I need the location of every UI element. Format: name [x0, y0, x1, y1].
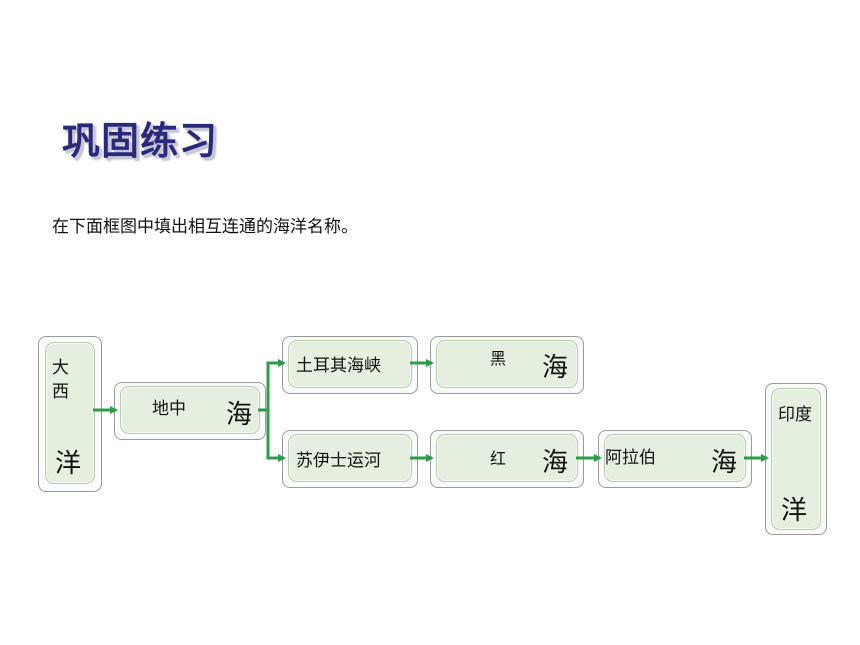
mediterranean-label: 地中 — [152, 399, 186, 419]
arrow-mediterranean-suez — [266, 410, 286, 462]
atlantic-suffix: 洋 — [55, 449, 82, 479]
arabian-sea-suffix: 海 — [711, 448, 738, 478]
indian-ocean-suffix: 洋 — [781, 496, 808, 526]
indian-ocean-label: 印度 — [778, 405, 812, 425]
atlantic-label: 大西 — [52, 358, 69, 402]
red-sea-label: 红 — [490, 449, 507, 468]
red-sea-box — [436, 434, 578, 482]
bosporus-label: 土耳其海峡 — [296, 356, 381, 376]
indian-ocean-box — [771, 388, 821, 530]
arabian-sea-label: 阿拉伯 — [605, 448, 656, 468]
mediterranean-box — [120, 386, 260, 434]
arabian-sea-box — [604, 434, 746, 482]
page-title: 巩固练习 — [62, 119, 219, 163]
arrow-mediterranean-bosporus — [266, 359, 286, 410]
instruction-text: 在下面框图中填出相互连通的海洋名称。 — [52, 217, 358, 237]
mediterranean-suffix: 海 — [226, 400, 253, 430]
black-sea-suffix: 海 — [542, 353, 569, 383]
suez-label: 苏伊士运河 — [296, 451, 381, 471]
suez-box — [288, 434, 412, 482]
red-sea-suffix: 海 — [542, 448, 569, 478]
atlantic-box — [45, 342, 95, 484]
black-sea-label: 黑 — [490, 349, 507, 368]
black-sea-box — [436, 340, 578, 388]
